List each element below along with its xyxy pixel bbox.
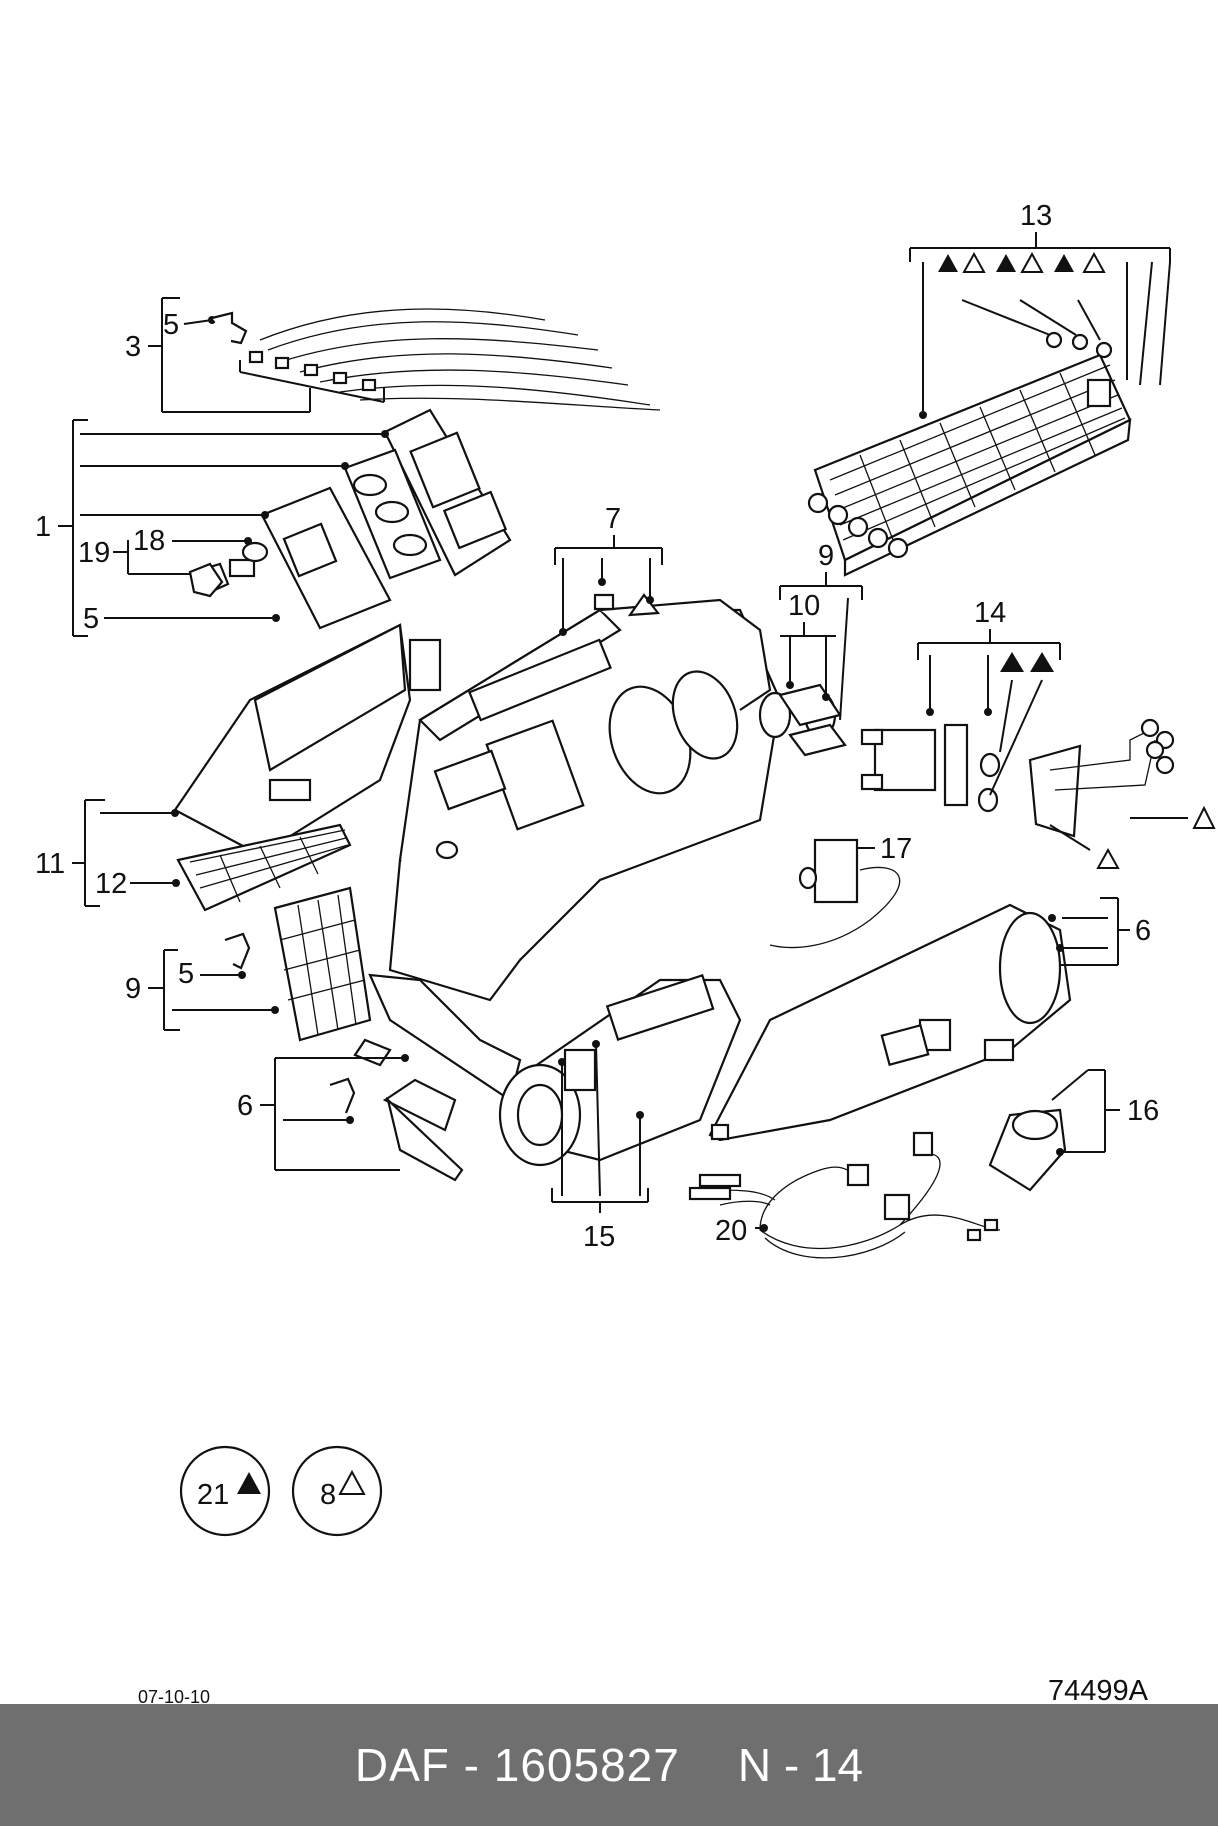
lower-housing-6a (353, 973, 522, 1182)
drawing-number: 74499A (1048, 1675, 1149, 1704)
callout-5b: 5 (83, 603, 99, 635)
callout-17: 17 (880, 833, 912, 865)
footer-bar: DAF - 1605827 N - 14 (0, 1704, 1218, 1826)
callout-6b-leader: 6 (1048, 897, 1151, 966)
switch-16 (988, 1108, 1067, 1192)
exploded-parts-diagram: 13 3 5 (35, 200, 1216, 1704)
callout-9a-leader: 9 10 (779, 540, 863, 721)
callout-6a: 6 (237, 1090, 253, 1122)
legend-filled-triangle: 21 (179, 1445, 271, 1537)
part-reference: DAF - 1605827 (354, 1739, 680, 1791)
filled-triangle-icon (237, 1472, 261, 1494)
legend-open-number: 8 (320, 1479, 336, 1511)
resistor-17: 17 (769, 833, 912, 949)
air-intake-11 (173, 623, 442, 857)
callout-16: 16 (1127, 1095, 1159, 1127)
wiring-harness-20: 20 (688, 1131, 1001, 1259)
callout-12: 12 (95, 868, 127, 900)
callout-9b-leader: 9 5 (125, 932, 279, 1031)
heater-core-13 (807, 353, 1132, 577)
air-filter-12 (176, 823, 352, 912)
pipe-connectors-10 (758, 683, 847, 757)
callout-13-leader: 13 (909, 200, 1171, 419)
callout-3-leader: 3 5 (125, 297, 385, 413)
callout-18: 18 (133, 525, 165, 557)
callout-1: 1 (35, 511, 51, 543)
callout-7: 7 (605, 503, 621, 535)
legend-filled-number: 21 (197, 1479, 229, 1511)
callout-9b: 9 (125, 973, 141, 1005)
callout-6a-leader: 6 (237, 1054, 409, 1171)
callout-7-leader: 7 (554, 503, 663, 636)
air-duct-6b (708, 903, 1072, 1142)
callout-19: 19 (78, 537, 110, 569)
drawing-date: 07-10-10 (138, 1687, 210, 1704)
heater-housing-7 (388, 593, 782, 1002)
callout-3: 3 (125, 331, 141, 363)
evaporator-9 (273, 886, 372, 1042)
callout-15-leader: 15 (551, 1040, 649, 1253)
callout-11-leader: 11 12 (35, 799, 180, 907)
legend-open-triangle: 8 (291, 1445, 383, 1537)
callout-16-leader: 16 (1051, 1069, 1159, 1156)
blower-15 (498, 973, 742, 1167)
page-code: N - 14 (737, 1739, 864, 1791)
callout-14: 14 (974, 597, 1006, 629)
callout-20: 20 (715, 1215, 747, 1247)
callout-14-leader: 14 (917, 597, 1216, 869)
control-panel-1 (198, 408, 512, 630)
open-triangle-icon (338, 1469, 366, 1495)
callout-1-leader: 1 19 18 5 (35, 419, 389, 637)
callout-5a: 5 (163, 309, 179, 341)
control-cables-3 (248, 308, 661, 411)
callout-11: 11 (35, 848, 65, 880)
callout-9a: 9 (818, 540, 834, 572)
callout-5c: 5 (178, 958, 194, 990)
water-valve-14 (860, 718, 1175, 838)
callout-10: 10 (788, 590, 820, 622)
callout-13: 13 (1020, 200, 1052, 232)
callout-6b: 6 (1135, 915, 1151, 947)
callout-15: 15 (583, 1221, 615, 1253)
